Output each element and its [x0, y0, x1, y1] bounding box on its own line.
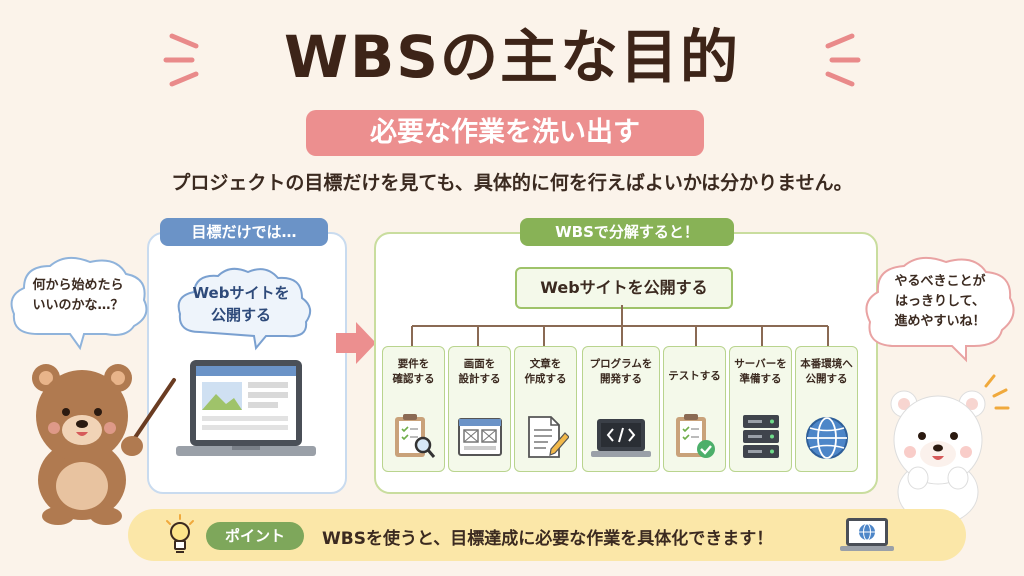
task-line1: サーバーを — [734, 358, 787, 370]
white-bear-illustration — [890, 374, 1010, 524]
lightbulb-icon — [166, 514, 194, 553]
task-line2: 公開する — [805, 373, 848, 385]
wbs-task-development: プログラムを開発する — [582, 346, 660, 472]
page-title: WBSの主な目的 — [284, 23, 740, 91]
task-line1: プログラムを — [589, 358, 653, 370]
wbs-task-server: サーバーを準備する — [729, 346, 792, 472]
wbs-task-release: 本番環境へ公開する — [795, 346, 858, 472]
globe-icon — [805, 417, 848, 459]
goal-bubble-line2: 公開する — [210, 306, 271, 324]
task-line2: 準備する — [739, 373, 782, 385]
wbs-task-design: 画面を設計する — [448, 346, 511, 472]
task-line1: 要件を — [397, 358, 430, 370]
wbs-task-writing: 文章を作成する — [514, 346, 577, 472]
clipboard-magnifier-icon — [394, 414, 435, 458]
right-bubble-line2: はっきりして、 — [895, 294, 985, 309]
right-bubble-line3: 進めやすいね！ — [894, 314, 986, 329]
right-bubble-line1: やるべきことが — [894, 274, 986, 289]
subtitle-banner: 必要な作業を洗い出す — [306, 110, 704, 156]
arrow-right-icon — [336, 322, 376, 364]
wbs-task-testing: テストする — [663, 346, 726, 472]
goal-only-label: 目標だけでは… — [160, 218, 328, 246]
code-monitor-icon — [591, 419, 651, 457]
task-line1: 文章を — [529, 358, 562, 370]
left-bubble-line2: いいのかな…？ — [32, 298, 124, 313]
server-icon — [742, 415, 779, 458]
task-line1: テストする — [668, 370, 721, 382]
brown-bear-illustration — [32, 364, 176, 525]
goal-bubble-line1: Webサイトを — [192, 284, 290, 302]
goal-cloud-bubble — [177, 267, 312, 351]
small-laptop-globe-icon — [840, 518, 894, 551]
checklist-icon — [675, 414, 715, 458]
title-decoration — [163, 33, 861, 87]
task-line1: 画面を — [463, 358, 496, 370]
wbs-root-node: Webサイトを公開する — [515, 267, 733, 309]
left-bubble-line1: 何から始めたら — [32, 278, 124, 293]
task-line2: 開発する — [600, 373, 642, 385]
laptop-icon — [176, 360, 316, 456]
point-text: WBSを使うと、目標達成に必要な作業を具体化できます！ — [322, 529, 774, 549]
wbs-tree-connectors — [411, 305, 829, 346]
right-bear-bubble — [865, 256, 1015, 363]
task-line2: 確認する — [392, 373, 435, 385]
wbs-task-requirements: 要件を確認する — [382, 346, 445, 472]
task-line2: 設計する — [458, 373, 501, 385]
document-pencil-icon — [527, 416, 569, 458]
task-line2: 作成する — [524, 373, 567, 385]
task-line1: 本番環境へ — [800, 358, 853, 370]
wbs-breakdown-label: WBSで分解すると！ — [520, 218, 734, 246]
left-bear-bubble — [10, 256, 148, 351]
point-label: ポイント — [206, 522, 304, 550]
description: プロジェクトの目標だけを見ても、具体的に何を行えばよいかは分かりません。 — [171, 172, 853, 194]
wireframe-icon — [457, 418, 502, 456]
